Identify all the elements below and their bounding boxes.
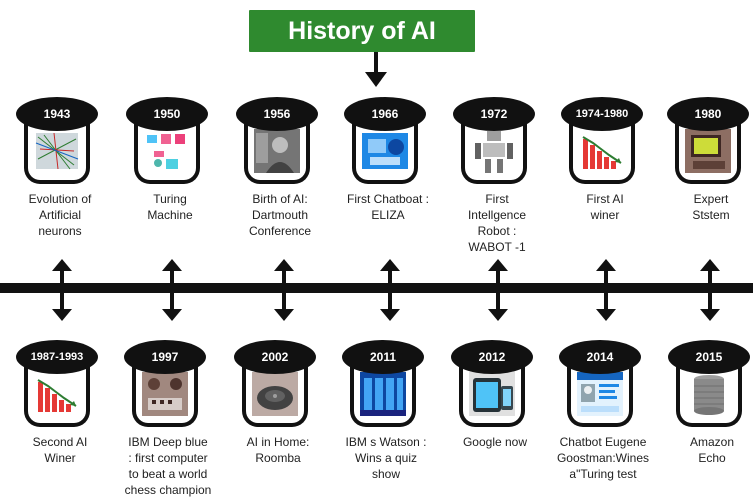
humanoid-robot-icon [475,131,513,173]
caption-line: to beat a world [128,467,208,481]
year-badge: 1974-1980 [561,97,643,131]
caption-line: winer [590,208,620,222]
caption-line: Intellgence [467,208,527,222]
year-badge: 2014 [559,340,641,374]
caption-line: show [371,467,400,481]
robot-vacuum-icon [252,372,298,416]
computer-system-icon [685,129,731,173]
year-badge: 2002 [234,340,316,374]
caption-line: First [485,192,509,206]
caption-line: a"Turing test [569,467,637,481]
caption-line: Ststem [692,208,730,222]
caption-line: AI in Home: [246,435,310,449]
caption-line: Chatbot Eugene [559,435,647,449]
year-badge: 2012 [451,340,533,374]
caption-line: Birth of AI: [252,192,308,206]
double-arrow-icon [700,259,720,321]
year-badge: 1950 [126,97,208,131]
caption-line: First AI [586,192,624,206]
scientist-photo-icon [254,129,300,173]
neuron-network-icon [35,132,79,170]
caption-line: Turing [153,192,187,206]
double-arrow-icon [162,259,182,321]
caption-line: Roomba [255,451,301,465]
web-profile-icon [577,372,623,416]
caption-line: Evolution of [28,192,92,206]
year-badge: 2011 [342,340,424,374]
caption-line: Artificial [38,208,81,222]
year-badge: 1997 [124,340,206,374]
turing-test-icon [147,134,185,169]
year-badge: 1987-1993 [16,340,98,374]
caption-line: Conference [248,224,312,238]
timeline-axis [0,283,753,293]
event-caption: First Chatboat : ELIZA [332,191,444,223]
event-caption: Google now [439,434,551,450]
caption-line: WABOT -1 [468,240,526,254]
double-arrow-icon [380,259,400,321]
double-arrow-icon [596,259,616,321]
caption-line: IBM Deep blue [128,435,208,449]
caption-line: Machine [147,208,193,222]
devices-icon [469,372,515,416]
caption-line: Echo [698,451,726,465]
caption-line: Robot : [477,224,517,238]
year-badge: 1966 [344,97,426,131]
year-badge: 1980 [667,97,749,131]
double-arrow-icon [274,259,294,321]
caption-line: First Chatboat : [346,192,430,206]
caption-line: chess champion [124,483,212,497]
title-down-arrow-icon [365,52,387,87]
year-badge: 1972 [453,97,535,131]
watson-servers-icon [360,372,406,416]
caption-line: Expert [693,192,729,206]
double-arrow-icon [488,259,508,321]
declining-chart-icon [579,129,625,173]
year-badge: 2015 [668,340,750,374]
caption-line: IBM s Watson : [345,435,427,449]
year-badge: 1956 [236,97,318,131]
caption-line: neurons [38,224,82,238]
event-caption: IBM s Watson : Wins a quiz show [330,434,442,482]
caption-line: : first computer [128,451,208,465]
year-badge: 1943 [16,97,98,131]
event-caption: IBM Deep blue : first computer to beat a w… [112,434,224,498]
chess-match-icon [142,372,188,416]
caption-line: Goostman:Wines [556,451,650,465]
robot-chat-icon [362,133,408,169]
event-frame [676,357,742,427]
event-caption: AI in Home: Roomba [222,434,334,466]
caption-line: Wins a quiz [354,451,418,465]
smart-speaker-icon [686,372,732,416]
event-caption: Second AI Winer [4,434,116,466]
caption-line: Google now [462,435,528,449]
double-arrow-icon [52,259,72,321]
event-caption: First AI winer [549,191,661,223]
caption-line: Winer [44,451,76,465]
event-caption: Evolution of Artificial neurons [4,191,116,239]
caption-line: Amazon [689,435,735,449]
caption-line: Second AI [32,435,88,449]
page-title: History of AI [249,10,475,52]
declining-chart-icon [34,372,80,416]
caption-line: ELIZA [371,208,405,222]
caption-line: Dartmouth [251,208,309,222]
